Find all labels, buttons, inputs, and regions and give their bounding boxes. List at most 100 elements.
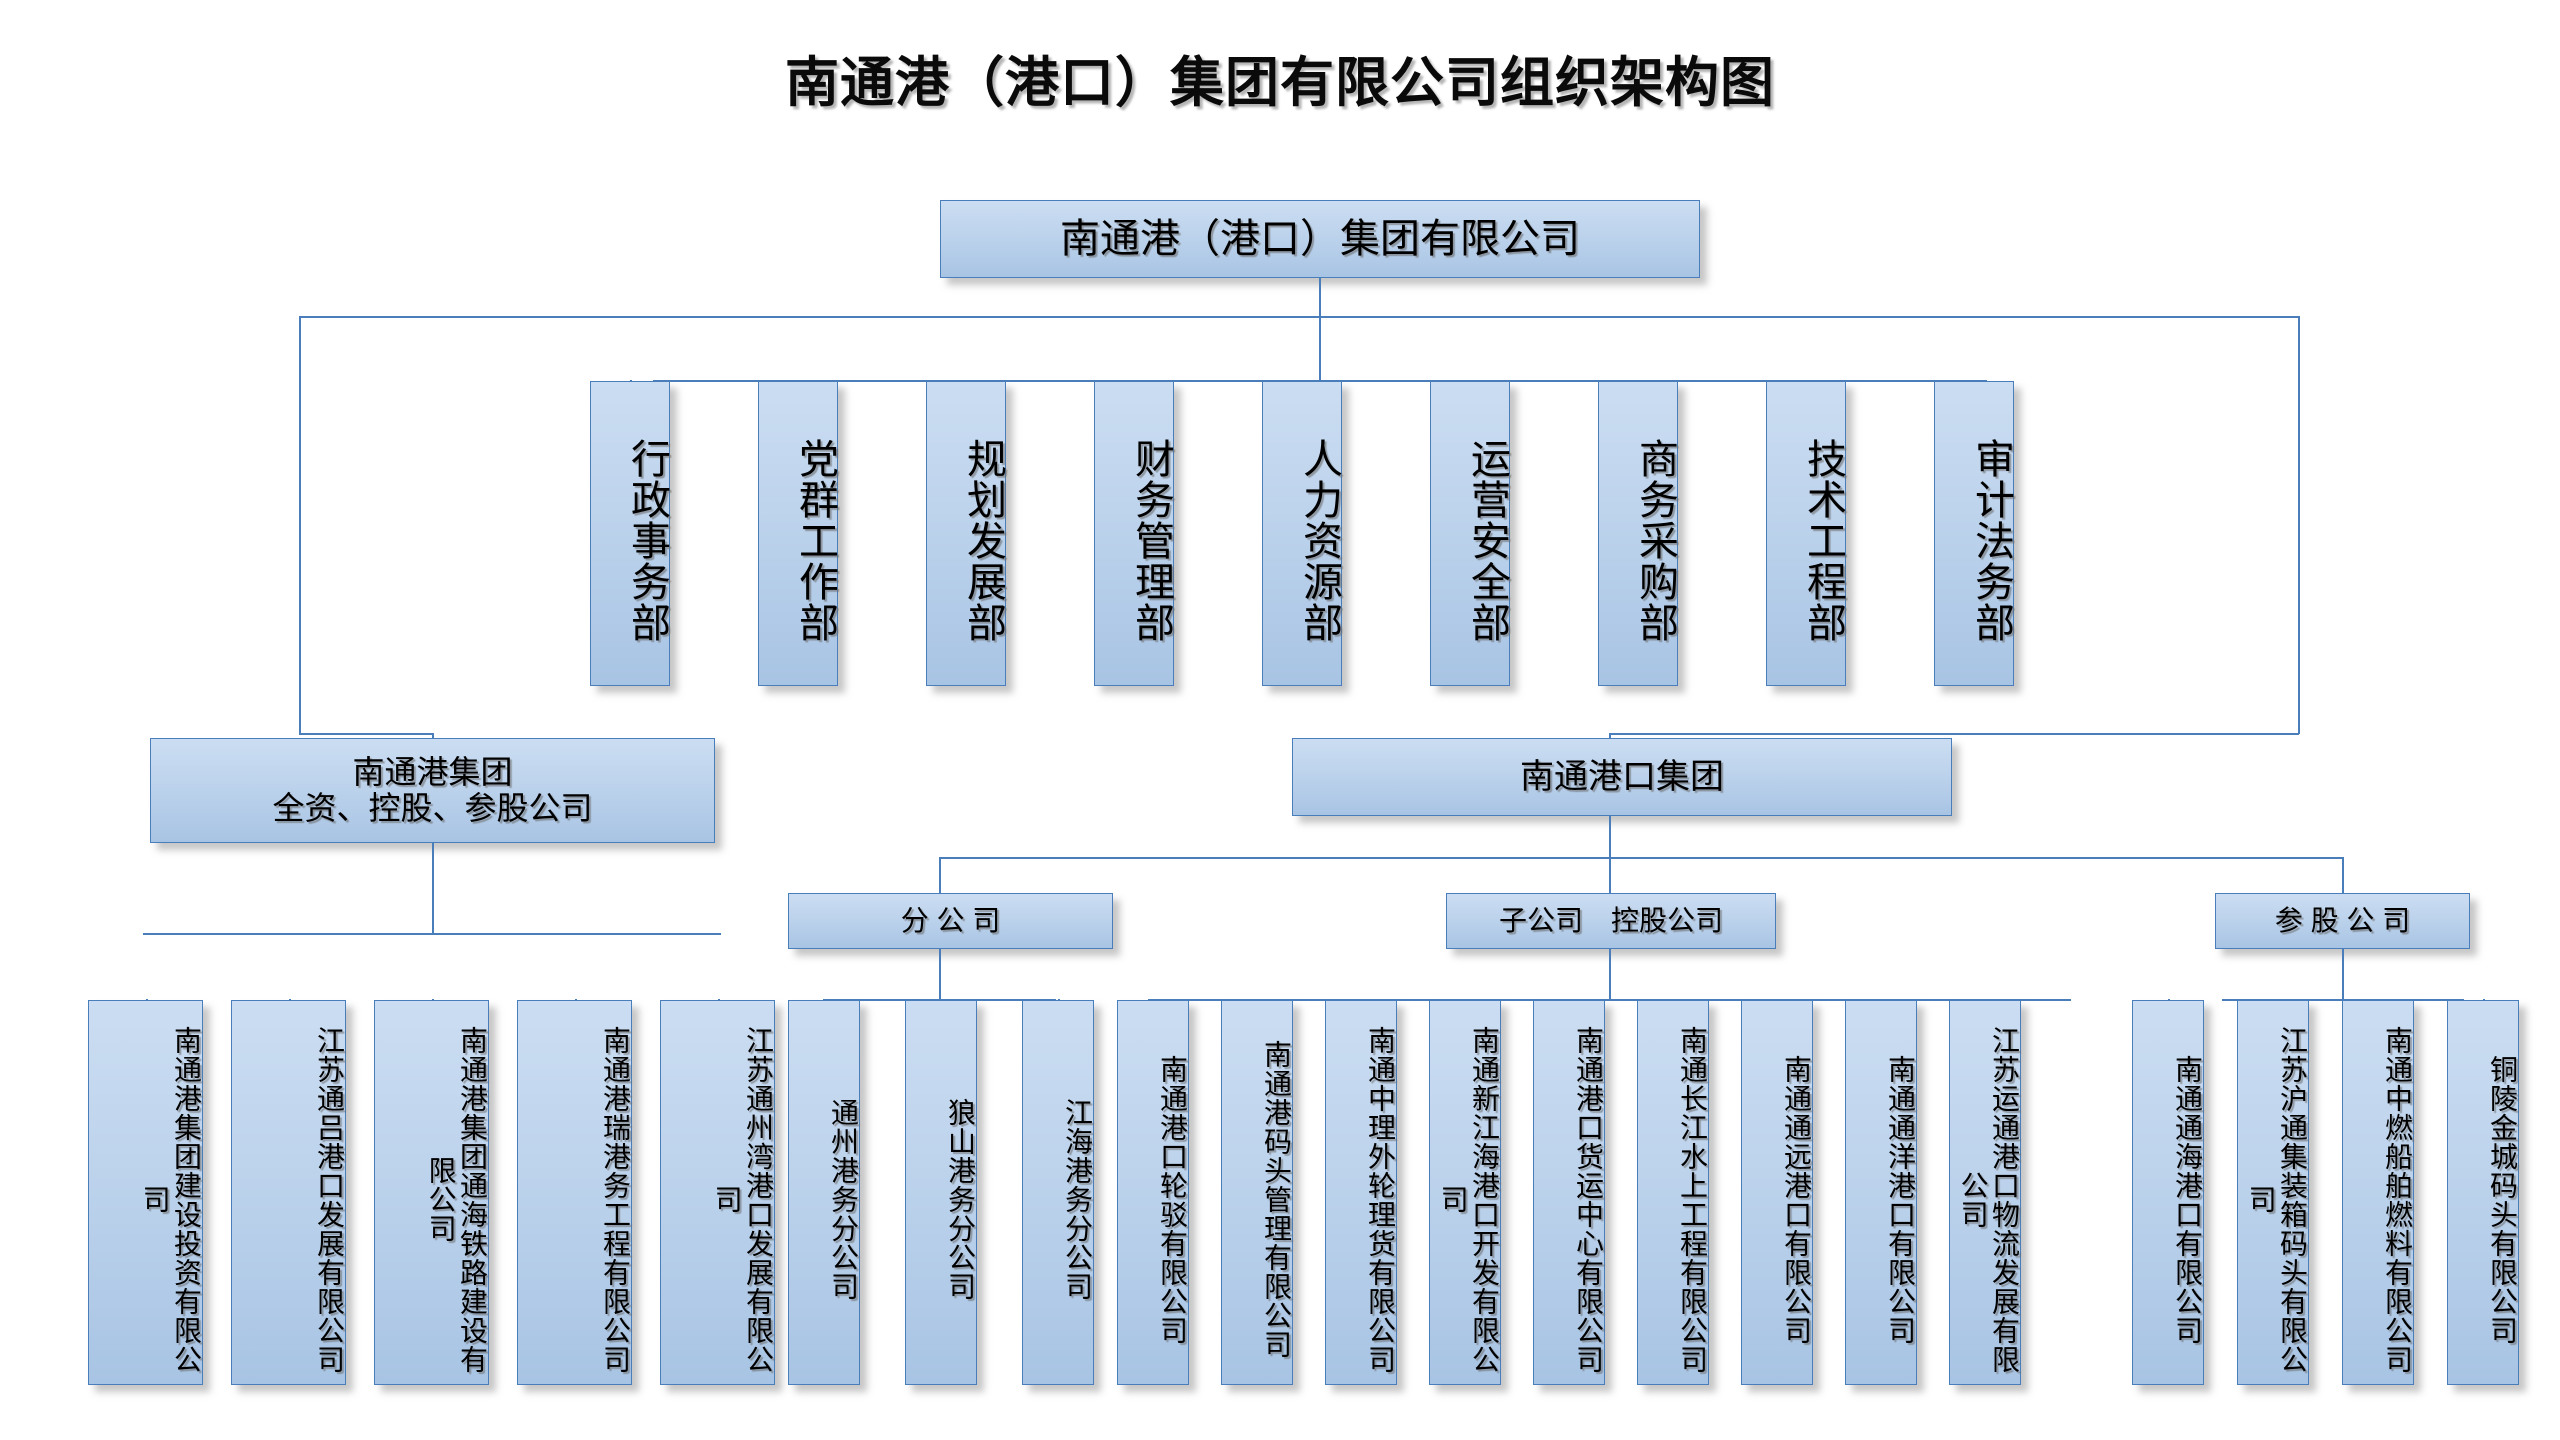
connector-branch-company-3	[1058, 999, 1060, 1000]
connector-root-stem	[1319, 278, 1321, 317]
category-equity-label: 参 股 公 司	[2274, 905, 2411, 937]
category-node-branch-companies[interactable]: 分 公 司	[788, 893, 1113, 949]
connector-subsidiary-company-2	[1257, 999, 1259, 1000]
connector-dept-drop	[1319, 316, 1321, 381]
left-group-company-node-4-label: 南通港瑞港务工程有限公司	[600, 1025, 631, 1374]
subsidiary-company-node-5-label: 南通港口货运中心有限公司	[1573, 1025, 1604, 1374]
left-group-company-node-2-label: 江苏通吕港口发展有限公司	[314, 1025, 345, 1374]
left-group-company-node-1-label: 南通港集团建设投资有限公司	[139, 1025, 202, 1374]
equity-company-node-1[interactable]: 南通通海港口有限公司	[2132, 1000, 2204, 1385]
subsidiary-company-node-8[interactable]: 南通通洋港口有限公司	[1845, 1000, 1917, 1385]
equity-company-node-2[interactable]: 江苏沪通集装箱码头有限公司	[2237, 1000, 2309, 1385]
connector-subsidiary-company-1	[1153, 999, 1155, 1000]
equity-company-node-4[interactable]: 铜陵金城码头有限公司	[2447, 1000, 2519, 1385]
left-group-line2: 全资、控股、参股公司	[272, 789, 593, 826]
connector-subsidiary-company-6	[1673, 999, 1675, 1000]
subsidiary-company-node-1[interactable]: 南通港口轮驳有限公司	[1117, 1000, 1189, 1385]
department-node-5[interactable]: 人力资源部	[1262, 381, 1342, 686]
connector-equity-company-1	[2168, 999, 2170, 1000]
equity-company-node-1-label: 南通通海港口有限公司	[2172, 1054, 2203, 1345]
left-group-line1: 南通港集团	[352, 753, 513, 790]
connector-equity-cat-stem	[2342, 857, 2344, 894]
subsidiary-company-node-2-label: 南通港码头管理有限公司	[1261, 1040, 1292, 1359]
branch-company-node-3-label: 江海港务分公司	[1062, 1098, 1093, 1301]
connector-branch-company-1	[824, 999, 826, 1000]
connector-branch-leafbus	[823, 999, 1056, 1001]
department-node-2[interactable]: 党群工作部	[758, 381, 838, 686]
subsidiary-company-node-1-label: 南通港口轮驳有限公司	[1157, 1054, 1188, 1345]
equity-company-node-3[interactable]: 南通中燃船舶燃料有限公司	[2342, 1000, 2414, 1385]
root-node-label: 南通港（港口）集团有限公司	[1060, 216, 1580, 261]
group-node-nantong-harbour-group[interactable]: 南通港口集团	[1292, 738, 1952, 816]
connector-subsidiary-cat-stem	[1609, 857, 1611, 894]
subsidiary-company-node-6[interactable]: 南通长江水上工程有限公司	[1637, 1000, 1709, 1385]
connector-equity-company-4	[2483, 999, 2485, 1000]
connector-dept-bus	[653, 380, 1987, 382]
connector-left-group-stub	[299, 733, 433, 735]
left-group-company-node-2[interactable]: 江苏通吕港口发展有限公司	[231, 1000, 346, 1385]
connector-right-group-stub	[1609, 733, 2299, 735]
subsidiary-company-node-5[interactable]: 南通港口货运中心有限公司	[1533, 1000, 1605, 1385]
department-node-8[interactable]: 技术工程部	[1766, 381, 1846, 686]
page-title: 南通港（港口）集团有限公司组织架构图	[785, 53, 1775, 113]
department-node-6[interactable]: 运营安全部	[1430, 381, 1510, 686]
department-node-5-label: 人力资源部	[1297, 438, 1341, 643]
department-node-8-label: 技术工程部	[1801, 438, 1845, 643]
connector-branch-company-2	[941, 999, 943, 1000]
department-node-7[interactable]: 商务采购部	[1598, 381, 1678, 686]
connector-outer-right-leg	[2298, 316, 2300, 734]
branch-company-node-3[interactable]: 江海港务分公司	[1022, 1000, 1094, 1385]
subsidiary-company-node-3[interactable]: 南通中理外轮理货有限公司	[1325, 1000, 1397, 1385]
connector-subsidiary-company-8	[1881, 999, 1883, 1000]
left-group-company-node-5[interactable]: 江苏通州湾港口发展有限公司	[660, 1000, 775, 1385]
group-node-nantong-port-group-companies[interactable]: 南通港集团 全资、控股、参股公司	[150, 738, 715, 843]
connector-leftgroup-drop	[432, 843, 434, 934]
category-subsidiary-label: 子公司 控股公司	[1498, 905, 1723, 937]
connector-equity-leafbus	[2222, 999, 2464, 1001]
right-group-label: 南通港口集团	[1520, 757, 1724, 796]
connector-branch-drop	[939, 949, 941, 1000]
connector-subsidiary-drop	[1609, 949, 1611, 1000]
connector-equity-drop	[2342, 949, 2344, 1000]
connector-left-group-company-1	[146, 999, 148, 1000]
left-group-company-node-4[interactable]: 南通港瑞港务工程有限公司	[517, 1000, 632, 1385]
connector-category-bus	[939, 857, 2343, 859]
department-node-7-label: 商务采购部	[1633, 438, 1677, 643]
connector-outer-left-leg	[299, 316, 301, 734]
branch-company-node-2[interactable]: 狼山港务分公司	[905, 1000, 977, 1385]
connector-subsidiary-company-3	[1361, 999, 1363, 1000]
subsidiary-company-node-2[interactable]: 南通港码头管理有限公司	[1221, 1000, 1293, 1385]
left-group-company-node-1[interactable]: 南通港集团建设投资有限公司	[88, 1000, 203, 1385]
connector-subsidiary-leafbus	[1148, 999, 2071, 1001]
subsidiary-company-node-9[interactable]: 江苏运通港口物流发展有限公司	[1949, 1000, 2021, 1385]
subsidiary-company-node-7-label: 南通通远港口有限公司	[1781, 1054, 1812, 1345]
equity-company-node-2-label: 江苏沪通集装箱码头有限公司	[2245, 1025, 2308, 1374]
department-node-9[interactable]: 审计法务部	[1934, 381, 2014, 686]
branch-company-node-2-label: 狼山港务分公司	[945, 1098, 976, 1301]
department-node-3[interactable]: 规划发展部	[926, 381, 1006, 686]
category-node-subsidiary-holding-companies[interactable]: 子公司 控股公司	[1446, 893, 1776, 949]
left-group-company-node-3[interactable]: 南通港集团通海铁路建设有限公司	[374, 1000, 489, 1385]
connector-left-group-company-2	[289, 999, 291, 1000]
connector-subsidiary-company-4	[1465, 999, 1467, 1000]
category-node-equity-companies[interactable]: 参 股 公 司	[2215, 893, 2470, 949]
connector-branch-cat-stem	[939, 857, 941, 894]
department-node-6-label: 运营安全部	[1465, 438, 1509, 643]
root-node-nantong-port-group[interactable]: 南通港（港口）集团有限公司	[940, 200, 1700, 278]
category-branch-label: 分 公 司	[900, 905, 1001, 937]
subsidiary-company-node-3-label: 南通中理外轮理货有限公司	[1365, 1025, 1396, 1374]
equity-company-node-4-label: 铜陵金城码头有限公司	[2487, 1054, 2518, 1345]
equity-company-node-3-label: 南通中燃船舶燃料有限公司	[2382, 1025, 2413, 1374]
department-node-4[interactable]: 财务管理部	[1094, 381, 1174, 686]
subsidiary-company-node-7[interactable]: 南通通远港口有限公司	[1741, 1000, 1813, 1385]
connector-subsidiary-company-7	[1777, 999, 1779, 1000]
connector-outer-bus	[299, 316, 2299, 318]
branch-company-node-1[interactable]: 通州港务分公司	[788, 1000, 860, 1385]
subsidiary-company-node-4[interactable]: 南通新江海港口开发有限公司	[1429, 1000, 1501, 1385]
department-node-9-label: 审计法务部	[1969, 438, 2013, 643]
connector-rightgroup-drop	[1609, 816, 1611, 858]
department-node-2-label: 党群工作部	[793, 438, 837, 643]
department-node-1[interactable]: 行政事务部	[590, 381, 670, 686]
connector-subsidiary-company-5	[1569, 999, 1571, 1000]
